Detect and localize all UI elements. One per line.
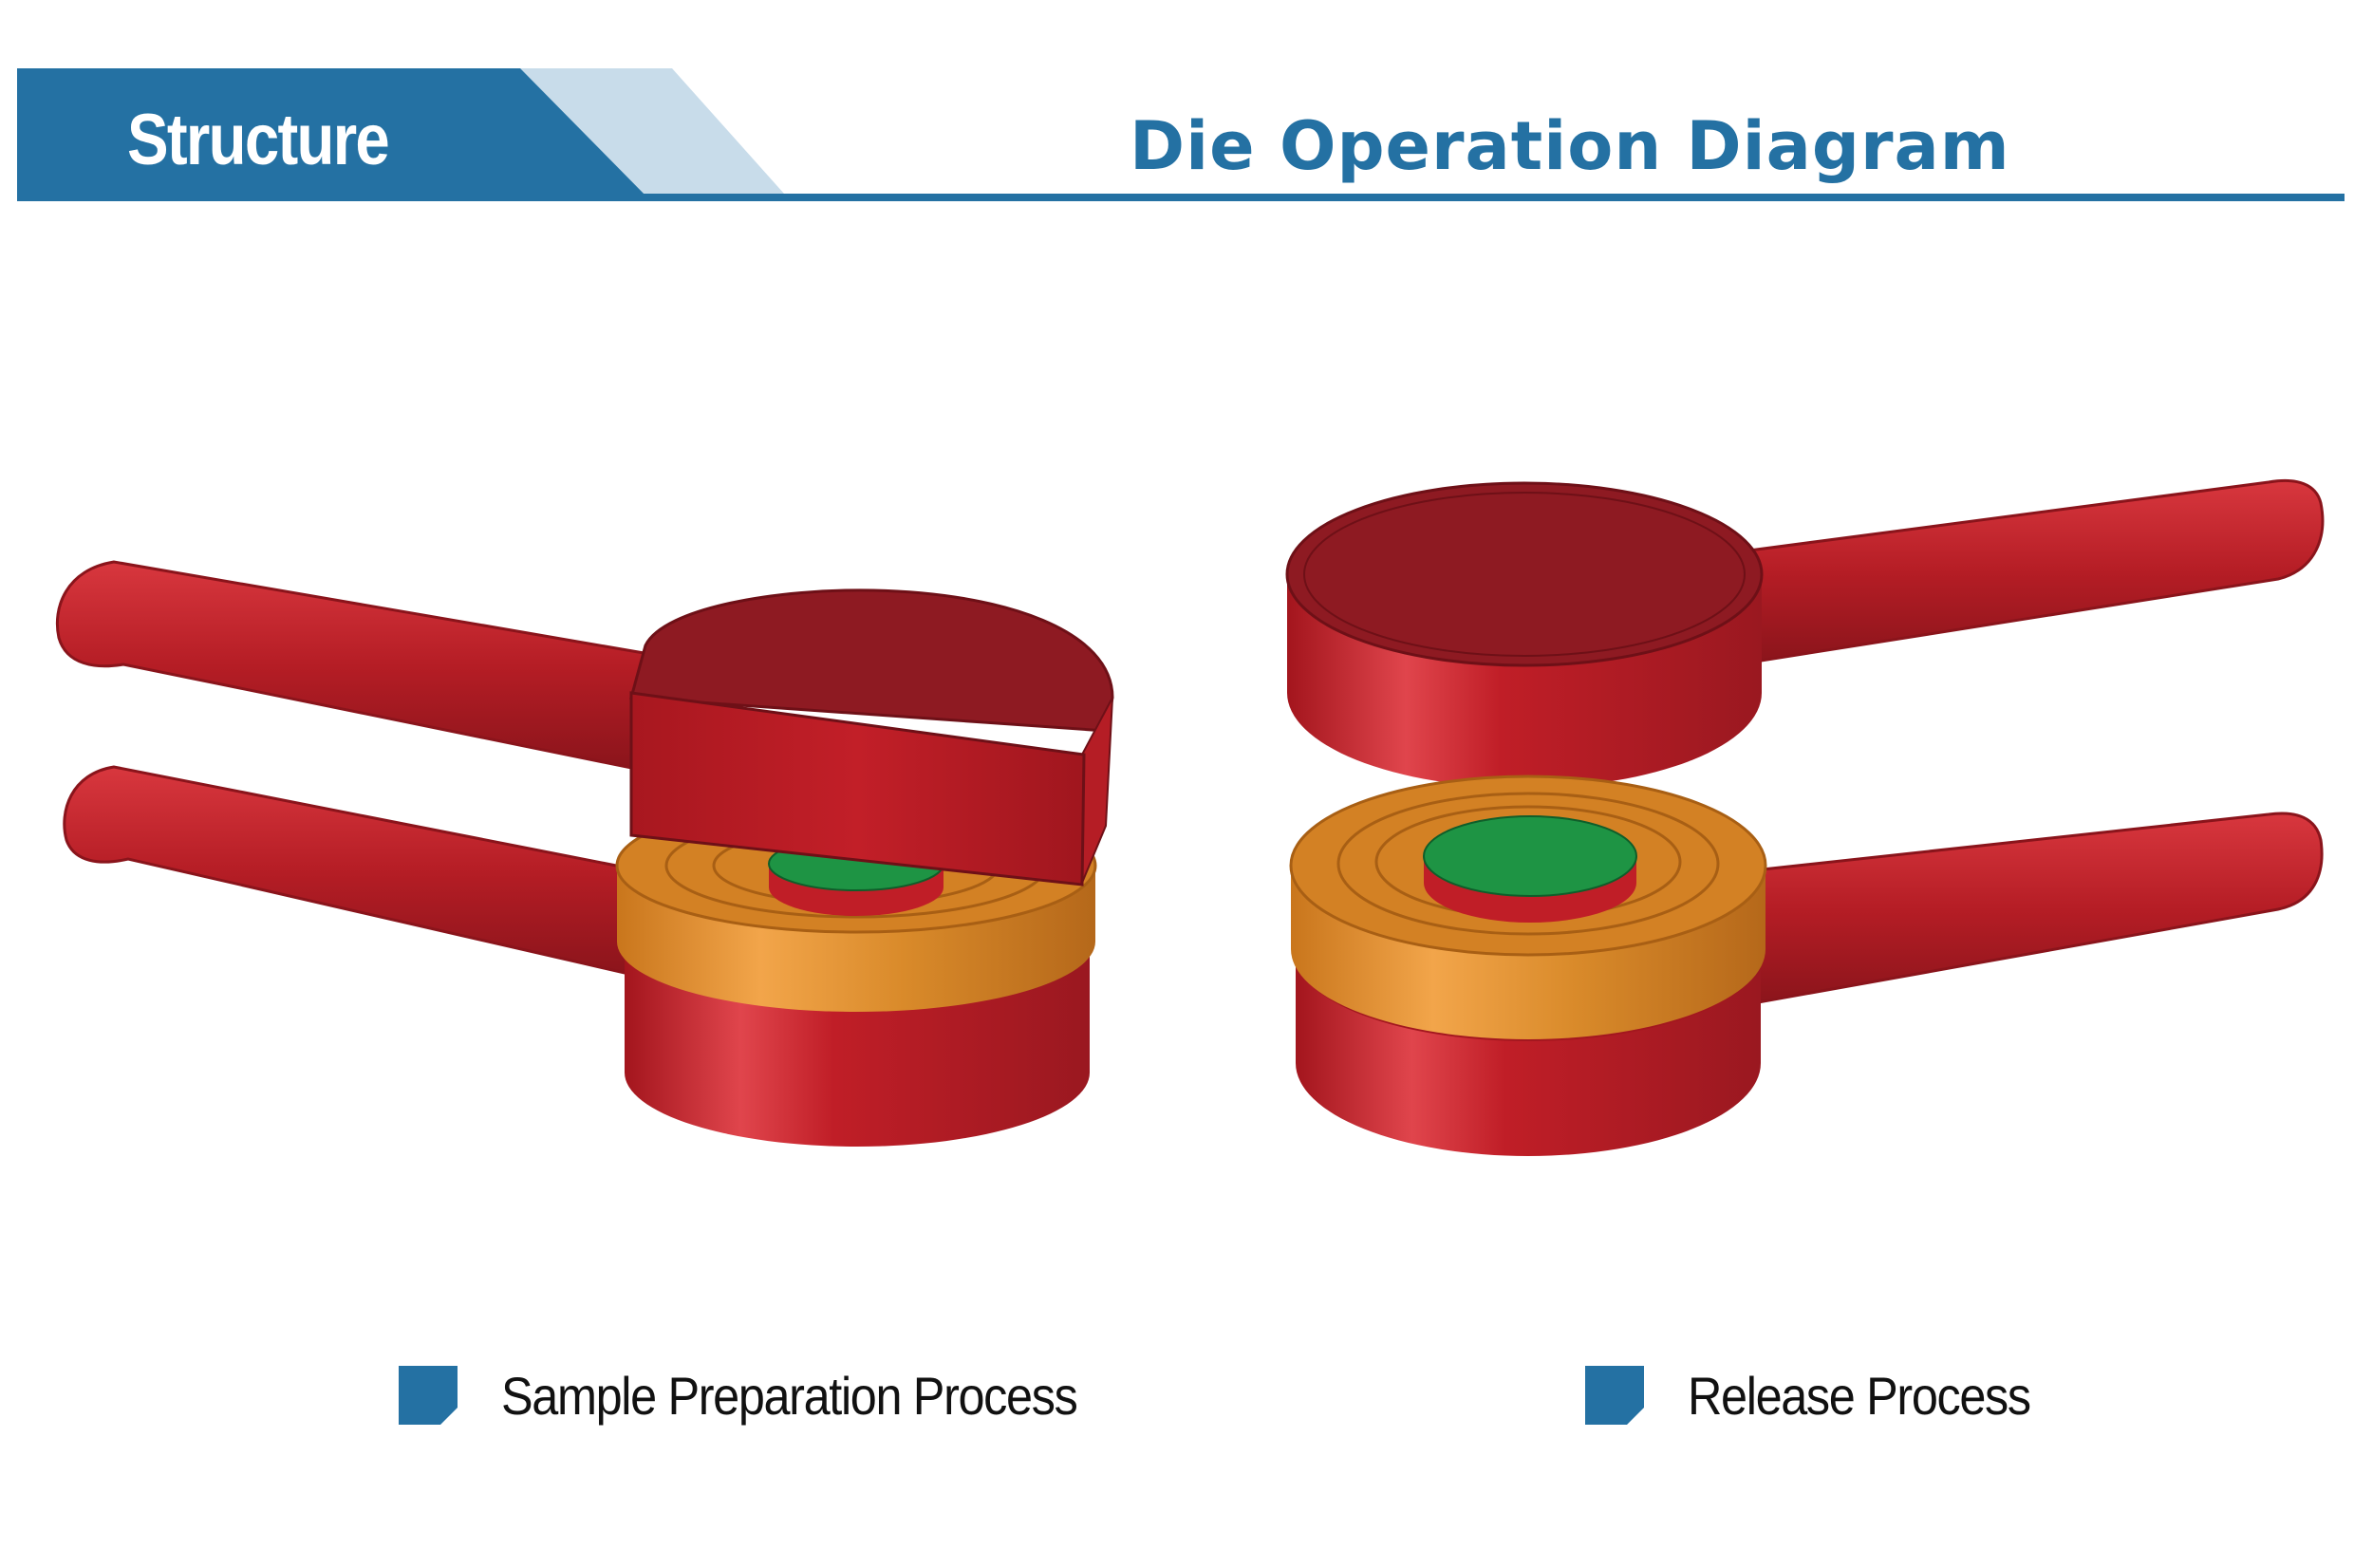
sample-disc-right xyxy=(1423,815,1637,897)
upper-die-top-left xyxy=(629,588,1114,733)
header-banner xyxy=(17,68,2345,201)
square-marker-icon xyxy=(1585,1366,1644,1425)
caption-text: Release Process xyxy=(1688,1365,2031,1426)
page-title: Die Operation Diagram xyxy=(1130,107,2010,185)
header-underline xyxy=(17,194,2345,201)
upper-die-face-right xyxy=(1285,481,1764,667)
upper-handle-right xyxy=(1726,478,2325,666)
caption-text: Sample Preparation Process xyxy=(501,1365,1078,1426)
upper-die-block-left xyxy=(629,691,1086,887)
release-process-figure xyxy=(1285,478,2325,1156)
upper-handle-left xyxy=(55,560,657,773)
header-dark-tab-shape xyxy=(17,68,651,201)
caption-sample-preparation: Sample Preparation Process xyxy=(399,1357,1141,1433)
sample-preparation-figure xyxy=(55,560,1114,1147)
lower-handle-left xyxy=(63,765,657,980)
square-marker-icon xyxy=(399,1366,458,1425)
section-tab-label: Structure xyxy=(127,100,390,180)
lower-handle-right xyxy=(1726,812,2324,1008)
caption-release: Release Process xyxy=(1585,1357,2068,1433)
